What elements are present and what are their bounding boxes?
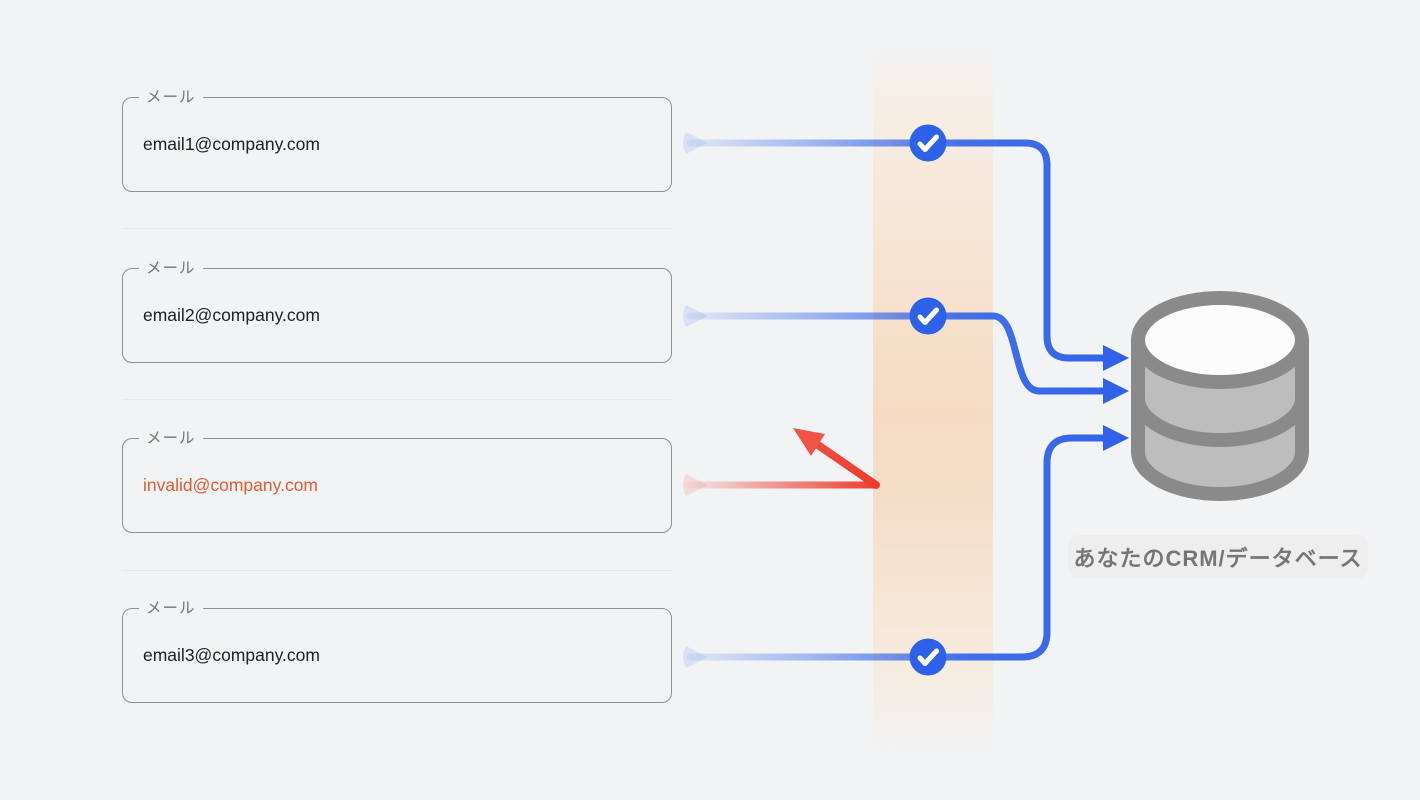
bounce-back-arrow-icon (793, 428, 825, 456)
email-input-2[interactable] (123, 269, 671, 362)
email-input-3[interactable] (123, 439, 671, 532)
database-label: あなたのCRM/データベース (1068, 535, 1368, 578)
email-field-2: メール (122, 259, 672, 363)
email-field-4: メール (122, 599, 672, 703)
divider (122, 570, 672, 571)
arrow-right-icon (1103, 378, 1129, 404)
email-field-3: メール (122, 429, 672, 533)
database-cylinder-icon (1131, 291, 1309, 501)
arrow-right-icon (1103, 425, 1129, 451)
divider (122, 228, 672, 229)
flow-line-start-tail (683, 132, 708, 154)
email-field-1: メール (122, 88, 672, 192)
divider (122, 399, 672, 400)
email-input-4[interactable] (123, 609, 671, 702)
invalid-flow-line (683, 428, 880, 496)
flow-line-start-tail (683, 646, 708, 668)
flow-line-start-tail (683, 474, 708, 496)
arrow-right-icon (1103, 345, 1129, 371)
validation-zone-band (873, 45, 993, 755)
email-input-1[interactable] (123, 98, 671, 191)
flow-line-start-tail (683, 305, 708, 327)
